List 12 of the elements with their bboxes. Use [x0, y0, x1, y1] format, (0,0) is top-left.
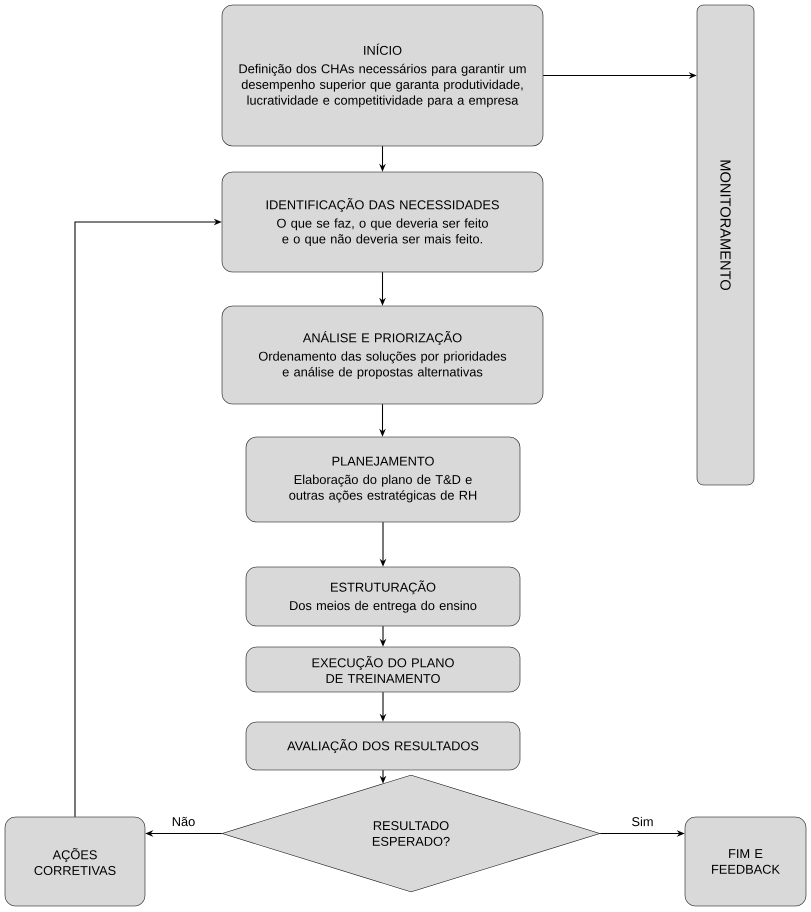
process-box: PLANEJAMENTO Elaboração do plano de T&D e outras ações estratégicas de RH [246, 436, 520, 522]
process-box: ANÁLISE E PRIORIZAÇÃO Ordenamento das soluções por prioridades e análise de propostas alternativas [222, 306, 544, 404]
process-box: IDENTIFICAÇÃO DAS NECESSIDADES O que se faz, o que deveria ser feito e o que não deveria ser mais feito. [222, 172, 544, 272]
process-box: AVALIAÇÃO DOS RESULTADOS [246, 722, 520, 770]
process-box: EXECUÇÃO DO PLANO DE TREINAMENTO [246, 646, 520, 692]
end-box: FIM E FEEDBACK [684, 816, 806, 906]
edge-label: Não [170, 816, 197, 828]
end-box: AÇÕES CORRETIVAS [4, 816, 146, 906]
process-box: INÍCIO Definição dos CHAs necessários para garantir um desempenho superior que garanta produtividade, lucratividade e competitividade para a empresa [222, 4, 544, 146]
edge-label: Sim [630, 815, 655, 828]
process-box: ESTRUTURAÇÃO Dos meios de entrega do ensino [246, 566, 520, 626]
process-box: MONITORAMENTO [696, 4, 754, 486]
